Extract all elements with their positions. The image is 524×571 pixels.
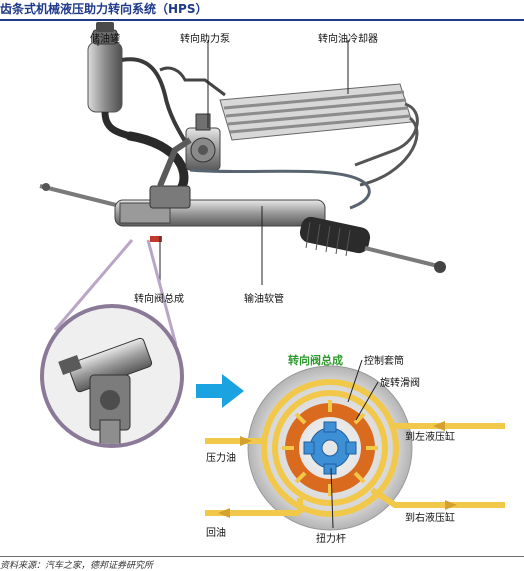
cooler-illustration bbox=[219, 83, 419, 187]
torsion-bar-label: 扭力杆 bbox=[316, 534, 346, 545]
source-note: 资料来源：汽车之家，德邦证券研究所 bbox=[0, 561, 154, 571]
return-oil-label: 回油 bbox=[206, 528, 226, 539]
arrow-icon bbox=[196, 374, 244, 408]
reservoir-label: 储油罐 bbox=[90, 34, 120, 45]
pressure-oil-label: 压力油 bbox=[206, 453, 236, 464]
valve-detail-title: 转向阀总成 bbox=[288, 354, 343, 367]
control-sleeve-label: 控制套筒 bbox=[364, 356, 404, 367]
to-left-cylinder-label: 到左液压缸 bbox=[405, 432, 455, 443]
footer-rule bbox=[0, 556, 524, 557]
valve-assembly-label: 转向阀总成 bbox=[134, 294, 184, 305]
pump-label: 转向助力泵 bbox=[180, 34, 230, 45]
reservoir-illustration bbox=[87, 22, 131, 140]
to-right-cylinder-label: 到右液压缸 bbox=[405, 513, 455, 524]
title-rule bbox=[0, 19, 524, 21]
valve-inset bbox=[40, 304, 184, 448]
cooler-label: 转向油冷却器 bbox=[318, 34, 378, 45]
rack-illustration bbox=[39, 137, 446, 273]
hose-label: 输油软管 bbox=[244, 294, 284, 305]
rotary-valve-label: 旋转滑阀 bbox=[380, 378, 420, 389]
figure-title: 齿条式机械液压助力转向系统（HPS） bbox=[0, 2, 208, 16]
valve-cross-section bbox=[205, 359, 505, 531]
